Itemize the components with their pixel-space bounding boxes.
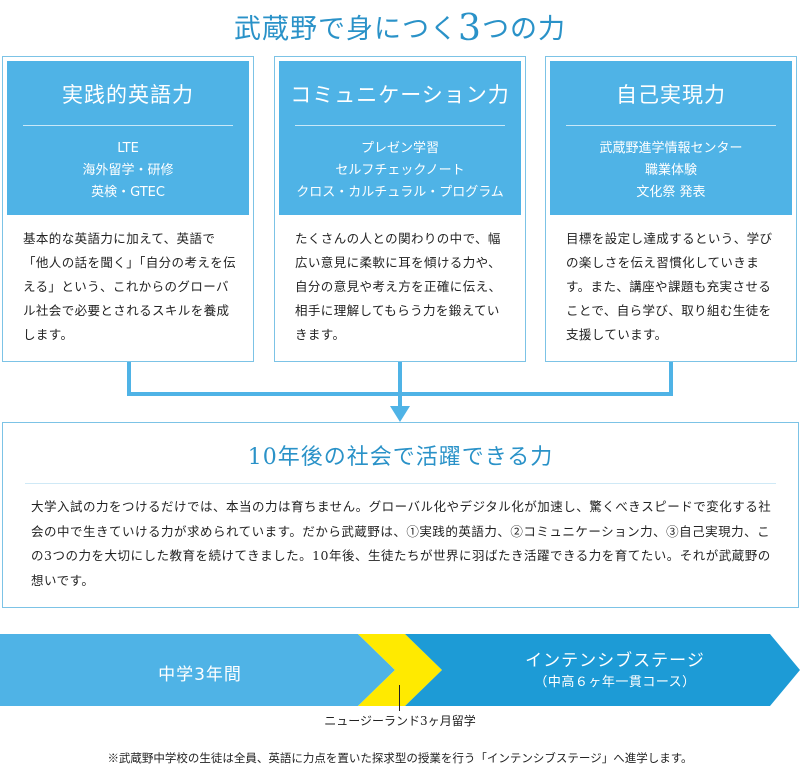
stage-label-intensive-title: インテンシブステージ	[525, 651, 705, 671]
card-description: たくさんの人との関わりの中で、幅広い意見に柔軟に耳を傾ける力や、自分の意見や考え…	[295, 231, 502, 342]
stage-label-junior-high: 中学3年間	[158, 665, 242, 685]
card-self-realization: 自己実現力 武蔵野進学情報センター 職業体験 文化祭 発表 目標を設定し達成する…	[545, 56, 797, 362]
card-divider	[23, 125, 233, 126]
card-header: 実践的英語力 LTE 海外留学・研修 英検・GTEC	[7, 61, 249, 215]
card-title: コミュニケーション力	[290, 83, 510, 107]
result-title: 10年後の社会で活躍できる力	[247, 445, 554, 470]
card-divider	[566, 125, 776, 126]
marker-line	[399, 685, 400, 711]
card-tags: プレゼン学習 セルフチェックノート クロス・カルチュラル・プログラム	[279, 138, 521, 204]
card-tag: LTE	[117, 141, 139, 156]
page-title: 武蔵野で身につく3つの力	[0, 6, 800, 49]
card-tag: 文化祭 発表	[636, 185, 706, 200]
stage-arrow-left	[0, 634, 395, 706]
title-prefix: 武蔵野で身につく	[234, 14, 459, 45]
card-tags: 武蔵野進学情報センター 職業体験 文化祭 発表	[550, 138, 792, 204]
card-description: 基本的な英語力に加えて、英語で「他人の話を聞く」「自分の考えを伝える」という、こ…	[23, 231, 237, 342]
card-title: 実践的英語力	[62, 83, 194, 107]
card-tag: プレゼン学習	[360, 141, 439, 156]
card-tag: セルフチェックノート	[335, 163, 465, 178]
stage-banner: 中学3年間 インテンシブステージ （中高６ヶ年一貫コース）	[0, 630, 800, 710]
card-tags: LTE 海外留学・研修 英検・GTEC	[7, 138, 249, 204]
marker-label: ニュージーランド3ヶ月留学	[324, 714, 476, 728]
result-box: 10年後の社会で活躍できる力 大学入試の力をつけるだけでは、本当の力は育ちません…	[2, 422, 799, 608]
result-divider	[25, 483, 776, 484]
stage-arrow-right	[405, 634, 800, 706]
card-description: 目標を設定し達成するという、学びの楽しさを伝え習慣化していきます。また、講座や課…	[566, 231, 773, 342]
stage-arrows	[0, 634, 800, 706]
stage-label-intensive: インテンシブステージ （中高６ヶ年一貫コース）	[470, 650, 760, 694]
title-suffix: つの力	[481, 14, 566, 45]
stage-label-intensive-sub: （中高６ヶ年一貫コース）	[534, 675, 696, 690]
card-english: 実践的英語力 LTE 海外留学・研修 英検・GTEC 基本的な英語力に加えて、英…	[2, 56, 254, 362]
down-arrow-icon	[390, 406, 410, 422]
title-number: 3	[458, 8, 482, 49]
connector-line-left	[127, 362, 131, 396]
card-header: コミュニケーション力 プレゼン学習 セルフチェックノート クロス・カルチュラル・…	[279, 61, 521, 215]
card-tag: 武蔵野進学情報センター	[599, 141, 743, 156]
result-description: 大学入試の力をつけるだけでは、本当の力は育ちません。グローバル化やデジタル化が加…	[31, 499, 772, 588]
card-divider	[295, 125, 505, 126]
footnote: ※武蔵野中学校の生徒は全員、英語に力点を置いた探求型の授業を行う「インテンシブス…	[107, 751, 693, 765]
card-tag: 職業体験	[644, 163, 697, 178]
card-title: 自己実現力	[616, 83, 726, 107]
card-header: 自己実現力 武蔵野進学情報センター 職業体験 文化祭 発表	[550, 61, 792, 215]
card-tag: 英検・GTEC	[91, 185, 165, 200]
card-tag: 海外留学・研修	[82, 163, 174, 178]
stage-marker-yellow	[358, 634, 442, 706]
card-communication: コミュニケーション力 プレゼン学習 セルフチェックノート クロス・カルチュラル・…	[274, 56, 526, 362]
connector-line-center	[398, 362, 402, 408]
card-tag: クロス・カルチュラル・プログラム	[296, 185, 504, 200]
connector-line-right	[669, 362, 673, 396]
